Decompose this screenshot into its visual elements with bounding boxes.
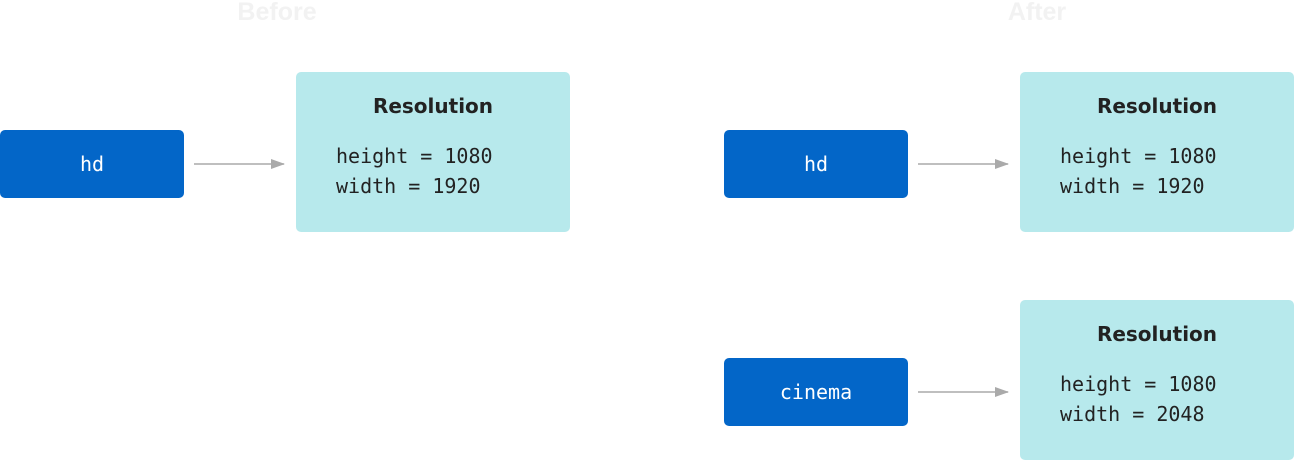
height-property: height = 1080 — [1060, 372, 1217, 396]
before-hd-variable: hd — [0, 130, 184, 198]
variable-label: hd — [803, 152, 829, 176]
width-property: width = 2048 — [1060, 402, 1205, 426]
struct-type-label: Resolution — [1096, 94, 1218, 118]
before-heading: Before — [237, 0, 317, 26]
variable-label: cinema — [779, 380, 853, 404]
after-heading: After — [1007, 0, 1067, 26]
height-property: height = 1080 — [1060, 144, 1217, 168]
struct-type-label: Resolution — [1096, 322, 1218, 346]
width-property: width = 1920 — [1060, 174, 1205, 198]
after-hd-resolution-instance: Resolution height = 1080 width = 1920 — [1020, 72, 1294, 232]
struct-type-label: Resolution — [372, 94, 494, 118]
height-property: height = 1080 — [336, 144, 493, 168]
after-cinema-variable: cinema — [724, 358, 908, 426]
before-hd-resolution-instance: Resolution height = 1080 width = 1920 — [296, 72, 570, 232]
variable-label: hd — [79, 152, 105, 176]
width-property: width = 1920 — [336, 174, 481, 198]
after-cinema-resolution-instance: Resolution height = 1080 width = 2048 — [1020, 300, 1294, 460]
after-hd-variable: hd — [724, 130, 908, 198]
